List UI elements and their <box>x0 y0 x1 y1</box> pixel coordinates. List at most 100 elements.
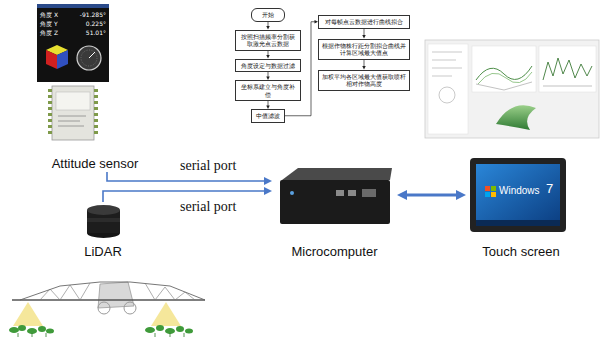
angle-value: 51.01° <box>66 29 106 36</box>
step-text: 开始 <box>255 11 281 19</box>
process-box: 根据作物株行距分割拟合曲线并计算区域最大值点 <box>318 39 410 60</box>
plot-window <box>425 40 599 138</box>
process-box: 加权平均各区域最大值获取喷杆相对作物高度 <box>318 70 410 91</box>
connector-line <box>364 29 365 36</box>
attitude-software-screenshot <box>37 4 109 82</box>
screen-bezel <box>470 158 566 232</box>
usb-port <box>336 190 344 196</box>
plot-area <box>539 46 596 92</box>
connector <box>362 60 366 70</box>
wheel <box>98 302 110 314</box>
spray-cone <box>13 302 43 326</box>
touch-screen-device <box>470 158 566 232</box>
step-text: 角度设定与数据过滤 <box>239 62 297 70</box>
device-label: Microcomputer <box>272 244 397 260</box>
screenshot-panel <box>37 4 109 82</box>
step-text: 坐标系建立与角度补偿 <box>239 83 297 98</box>
connector <box>397 190 466 200</box>
axis <box>543 86 592 87</box>
title-bar <box>37 4 109 8</box>
profile-curve <box>543 58 592 80</box>
sensor-chip <box>48 86 98 140</box>
connector <box>266 72 270 80</box>
arrow-head <box>397 190 407 200</box>
connector-line <box>364 60 365 67</box>
connector <box>266 101 270 109</box>
process-box: 按照扫描频率分割获取激光点云数据 <box>235 30 301 51</box>
chip-print <box>58 121 80 122</box>
connector-line <box>268 72 269 77</box>
device-label: Touch screen <box>466 244 576 260</box>
case-front <box>280 180 390 224</box>
wheel <box>124 302 136 314</box>
angle-name: 角度 Z <box>40 29 66 36</box>
tractor <box>98 282 134 308</box>
connector-line <box>268 51 269 56</box>
process-box: 对每帧点云数据进行曲线拟合 <box>318 15 410 29</box>
edge-label: serial port <box>178 158 238 174</box>
surface-mesh <box>496 105 536 130</box>
os-logo-text: Windows <box>499 185 540 197</box>
lidar-window <box>87 218 120 222</box>
windows-logo <box>491 186 496 191</box>
surface-curve <box>476 66 532 80</box>
taskbar <box>476 220 560 226</box>
control-lines <box>432 52 462 103</box>
spray-cone <box>151 302 181 326</box>
plant-stems <box>18 333 184 337</box>
power-led <box>290 191 294 195</box>
angle-name: 角度 X <box>40 11 66 18</box>
chip-print <box>58 116 86 117</box>
windows-logo <box>485 192 490 197</box>
lidar-node: LiDAR <box>75 202 131 260</box>
connector <box>362 29 366 39</box>
windows-logo <box>491 192 496 197</box>
control-panel <box>428 44 468 134</box>
cube-left <box>46 50 57 69</box>
screen-display <box>476 164 560 226</box>
device-label: LiDAR <box>75 244 131 260</box>
crop-plants <box>9 325 193 334</box>
microcomputer-device <box>280 168 392 224</box>
gauge-needle <box>89 52 95 58</box>
step-text: 按照扫描频率分割获取激光点云数据 <box>239 33 297 48</box>
boom-truss <box>145 283 195 300</box>
surface-curve <box>478 72 532 84</box>
gauge-dial <box>77 46 101 70</box>
step-text: 中值滤波 <box>255 112 281 120</box>
usb-port <box>348 190 356 196</box>
arrow-head <box>264 187 272 195</box>
connector-line <box>405 194 458 197</box>
connector-line <box>268 101 269 106</box>
computer-node: Microcomputer <box>272 163 397 260</box>
plot-area <box>472 46 536 92</box>
chip-module <box>56 92 90 110</box>
chip-pins <box>48 89 98 134</box>
process-box: 中值滤波 <box>251 109 285 123</box>
screen-node: Touch screen <box>466 155 576 260</box>
boom-truss <box>20 282 205 300</box>
arrow-head <box>264 177 272 185</box>
windows-logo <box>485 186 490 191</box>
angle-value: 0.225° <box>66 20 106 27</box>
step-text: 对每帧点云数据进行曲线拟合 <box>322 18 406 26</box>
plot-software-screenshot <box>425 40 599 138</box>
gauge-ticks <box>81 50 97 66</box>
connector-line <box>268 22 269 27</box>
lan-port <box>362 189 376 197</box>
step-text: 加权平均各区域最大值获取喷杆相对作物高度 <box>322 73 406 88</box>
chip-print <box>58 126 84 127</box>
angle-value: -91.285° <box>66 11 106 18</box>
arrow-head <box>456 190 466 200</box>
boom-truss <box>40 283 90 300</box>
device-label: Attitude sensor <box>40 156 150 172</box>
process-box: 坐标系建立与角度补偿 <box>235 80 301 101</box>
case-top <box>282 168 392 180</box>
process-box: 角度设定与数据过滤 <box>235 59 301 73</box>
lidar-top <box>87 205 120 215</box>
sprayer-illustration <box>9 282 205 337</box>
lidar-device <box>87 205 120 238</box>
angle-name: 角度 Y <box>40 20 66 27</box>
axis <box>476 82 532 90</box>
